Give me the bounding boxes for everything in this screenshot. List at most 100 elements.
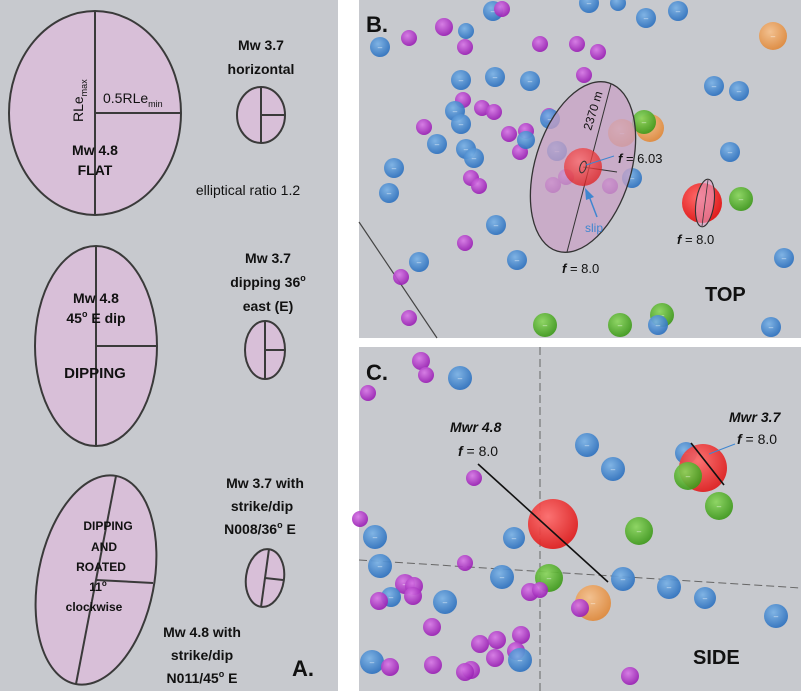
panel-b-letter: B.	[366, 12, 388, 37]
panel-b-blue-hypocenter-sphere	[507, 250, 527, 270]
panel-c-blue-hypocenter-sphere	[363, 525, 387, 549]
flat-kind-label: FLAT	[78, 162, 113, 178]
panel-b-blue-hypocenter-sphere	[610, 0, 626, 11]
panel-c-view-label: SIDE	[693, 647, 740, 669]
sphere-minus-glyph: –	[543, 321, 548, 330]
panel-b-blue-hypocenter-sphere	[451, 70, 471, 90]
panel-c-blue-hypocenter-sphere	[694, 587, 716, 609]
panel-c-red-hypocenter-sphere	[528, 499, 578, 549]
panel-c-blue-hypocenter-sphere	[490, 565, 514, 589]
sphere-minus-glyph: –	[493, 73, 498, 82]
panel-c-blue-hypocenter-sphere	[368, 554, 392, 578]
panel-b-f8-label-small: f = 8.0	[677, 232, 714, 247]
panel-c-purple-hypocenter-sphere	[352, 511, 368, 527]
panel-b-blue-hypocenter-sphere	[648, 315, 668, 335]
panel-b-blue-hypocenter-sphere	[720, 142, 740, 162]
panel-c-purple-hypocenter-sphere	[457, 555, 473, 571]
sphere-minus-glyph: –	[528, 77, 533, 86]
sphere-minus-glyph: –	[676, 7, 681, 16]
panel-c-purple-hypocenter-sphere	[360, 385, 376, 401]
rotated-inner-line-4: 11o	[89, 579, 107, 594]
sphere-minus-glyph: –	[392, 164, 397, 173]
panel-b-purple-hypocenter-sphere	[590, 44, 606, 60]
panel-b-f8-label-big: f = 8.0	[562, 261, 599, 276]
dipping-dip-label: 45o E dip	[66, 309, 125, 326]
panel-c-blue-hypocenter-sphere	[601, 457, 625, 481]
sphere-minus-glyph: –	[774, 612, 779, 621]
panel-b-mw37-axis	[701, 179, 709, 227]
panel-b-blue-hypocenter-sphere	[729, 81, 749, 101]
panel-b-purple-hypocenter-sphere	[576, 67, 592, 83]
sphere-minus-glyph: –	[389, 593, 394, 602]
sphere-minus-glyph: –	[660, 311, 665, 320]
panel-b-green-hypocenter-sphere	[608, 313, 632, 337]
panel-c-letter: C.	[366, 360, 388, 385]
label-rle-max: RLemax	[70, 79, 89, 122]
panel-b-purple-hypocenter-sphere	[457, 39, 473, 55]
panel-b-blue-hypocenter-sphere	[458, 23, 474, 39]
sphere-minus-glyph: –	[782, 254, 787, 263]
panel-b-blue-hypocenter-sphere	[579, 0, 599, 13]
panel-c-mwr37-f-label: f = 8.0	[737, 431, 777, 447]
panel-b-purple-hypocenter-sphere	[435, 18, 453, 36]
sphere-minus-glyph: –	[587, 0, 592, 8]
sphere-minus-glyph: –	[472, 154, 477, 163]
panel-c-mwr48-label: Mwr 4.8	[450, 419, 502, 435]
rotated-inner-labels: DIPPING AND ROATED 11o clockwise	[66, 519, 133, 614]
panel-c-purple-hypocenter-sphere	[486, 649, 504, 667]
panel-b-f603-label: f = 6.03	[618, 151, 662, 166]
sphere-minus-glyph: –	[630, 174, 635, 183]
panel-b-purple-hypocenter-sphere	[457, 235, 473, 251]
sphere-minus-glyph: –	[491, 7, 496, 16]
label-half-rle-min: 0.5RLemin	[103, 90, 163, 109]
panel-b-hypocenter-marker	[579, 160, 587, 174]
dipping-small-label-2: dipping 36o	[230, 273, 306, 290]
dipping-small-label-1: Mw 3.7	[245, 250, 291, 266]
sphere-minus-glyph: –	[686, 472, 691, 481]
sphere-minus-glyph: –	[611, 465, 616, 474]
rotated-big-label-2: strike/dip	[171, 647, 233, 663]
sphere-minus-glyph: –	[548, 115, 553, 124]
sphere-minus-glyph: –	[591, 599, 596, 608]
sphere-minus-glyph: –	[378, 43, 383, 52]
panel-c-purple-hypocenter-sphere	[512, 626, 530, 644]
panel-c-background	[359, 347, 801, 691]
rotated-small-label-3: N008/36o E	[224, 520, 296, 537]
panel-c-purple-hypocenter-sphere	[423, 618, 441, 636]
flat-mag-label: Mw 4.8	[72, 142, 118, 158]
panel-b-purple-hypocenter-sphere	[471, 178, 487, 194]
rotated-small-label-2: strike/dip	[231, 498, 293, 514]
panel-b-purple-hypocenter-sphere	[501, 126, 517, 142]
panel-c-purple-hypocenter-sphere	[381, 658, 399, 676]
panel-c-purple-hypocenter-sphere	[621, 667, 639, 685]
sphere-minus-glyph: –	[464, 145, 469, 154]
panel-c-purple-hypocenter-sphere	[471, 635, 489, 653]
sphere-minus-glyph: –	[453, 107, 458, 116]
sphere-minus-glyph: –	[642, 118, 647, 127]
panel-c-green-hypocenter-sphere	[674, 462, 702, 490]
panel-b-blue-hypocenter-sphere	[704, 76, 724, 96]
rotated-small-minor-axis	[264, 577, 284, 581]
panel-b-green-hypocenter-sphere	[533, 313, 557, 337]
dipping-kind-label: DIPPING	[64, 365, 126, 382]
panel-b-blue-hypocenter-sphere	[761, 317, 781, 337]
panel-c-blue-hypocenter-sphere	[657, 575, 681, 599]
rotated-inner-line-3: ROATED	[76, 560, 126, 574]
panel-c-purple-hypocenter-sphere	[466, 470, 482, 486]
sphere-minus-glyph: –	[500, 573, 505, 582]
panel-c-blue-hypocenter-sphere	[764, 604, 788, 628]
slip-arrow	[588, 195, 598, 218]
sphere-minus-glyph: –	[512, 534, 517, 543]
sphere-minus-glyph: –	[667, 583, 672, 592]
panel-c-mw37-leader-line	[708, 443, 736, 455]
panel-b-green-hypocenter-sphere	[632, 110, 656, 134]
panel-b-purple-hypocenter-sphere	[486, 104, 502, 120]
sphere-minus-glyph: –	[443, 598, 448, 607]
sphere-minus-glyph: –	[712, 82, 717, 91]
panel-a-letter: A.	[292, 656, 314, 681]
panel-c-purple-hypocenter-sphere	[404, 587, 422, 605]
panel-c-purple-hypocenter-sphere	[488, 631, 506, 649]
flat-small-label-1: Mw 3.7	[238, 37, 284, 53]
rotated-big-label-1: Mw 4.8 with	[163, 624, 241, 640]
panel-b-blue-hypocenter-sphere	[668, 1, 688, 21]
